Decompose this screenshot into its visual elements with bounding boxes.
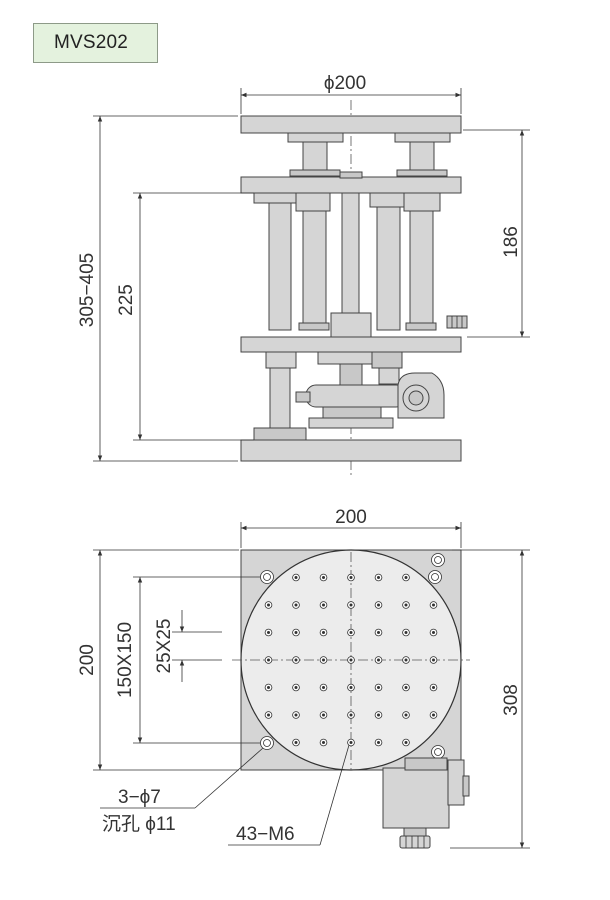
tapped-holes-grid <box>264 573 438 747</box>
base-plate <box>240 439 462 462</box>
counterbore-label: 沉孔 ϕ11 <box>102 813 176 835</box>
drive-housing <box>382 767 450 829</box>
overall-depth-label: 308 <box>501 684 522 716</box>
pitch-label: 25X25 <box>154 619 175 674</box>
middle-plate <box>240 176 462 194</box>
overall-height-label: 305−405 <box>77 253 98 328</box>
top-width-label: 200 <box>335 507 367 528</box>
top-view: 200 200 150X150 25X25 308 3−ϕ7 沉孔 ϕ11 43… <box>77 507 530 849</box>
mount-holes-label: 3−ϕ7 <box>118 787 161 808</box>
top-height-label: 200 <box>77 644 98 676</box>
tapped-holes-label: 43−M6 <box>236 824 295 845</box>
top-plate <box>240 115 462 134</box>
model-label: MVS202 <box>33 23 158 63</box>
hole-pattern-label: 150X150 <box>115 622 136 698</box>
front-width-label: ϕ200 <box>324 73 366 94</box>
lower-plate <box>240 336 462 353</box>
inner-height-label: 225 <box>116 284 137 316</box>
right-height-label: 186 <box>501 226 522 258</box>
front-view: ϕ200 305−405 225 186 <box>77 73 530 475</box>
